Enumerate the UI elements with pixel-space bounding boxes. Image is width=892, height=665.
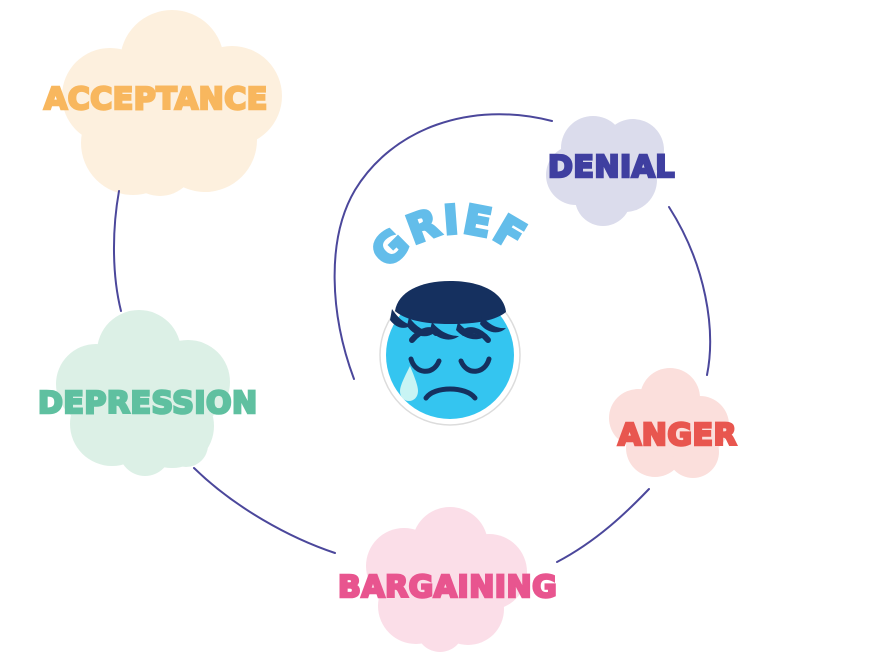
eyebrow-right: [461, 327, 491, 343]
stage-label-bargaining[interactable]: BARGAINING: [337, 569, 558, 607]
eyes-closed: [408, 356, 492, 374]
tear-drop: [400, 366, 418, 401]
crying-sad-face-emoji: [379, 281, 521, 426]
arc-depression-bargaining: [193, 467, 336, 554]
arc-denial-acceptance: [333, 113, 553, 380]
arc-bargaining-anger: [556, 488, 650, 563]
stage-label-depression[interactable]: DEPRESSION: [37, 385, 259, 423]
cloud-anger: [609, 368, 729, 478]
cloud-acceptance: [62, 10, 282, 196]
grief-title-text: GRIEF: [363, 197, 535, 276]
connector-arcs: [113, 113, 712, 563]
arc-anger-denial: [668, 206, 712, 376]
grief-title: GRIEF: [361, 195, 535, 277]
cloud-bargaining: [366, 507, 527, 652]
cloud-depression: [56, 310, 230, 476]
stage-label-anger[interactable]: ANGER: [617, 417, 738, 455]
stage-label-acceptance[interactable]: ACCEPTANCE: [43, 81, 269, 119]
arc-acceptance-depression: [113, 190, 122, 312]
eyebrow-left: [409, 327, 439, 343]
eyebrows: [409, 327, 491, 343]
stage-label-denial[interactable]: DENIAL: [547, 149, 676, 187]
cloud-denial: [546, 116, 664, 226]
eye-left: [408, 356, 442, 374]
frown-mouth: [423, 386, 478, 401]
eye-right: [458, 356, 492, 374]
